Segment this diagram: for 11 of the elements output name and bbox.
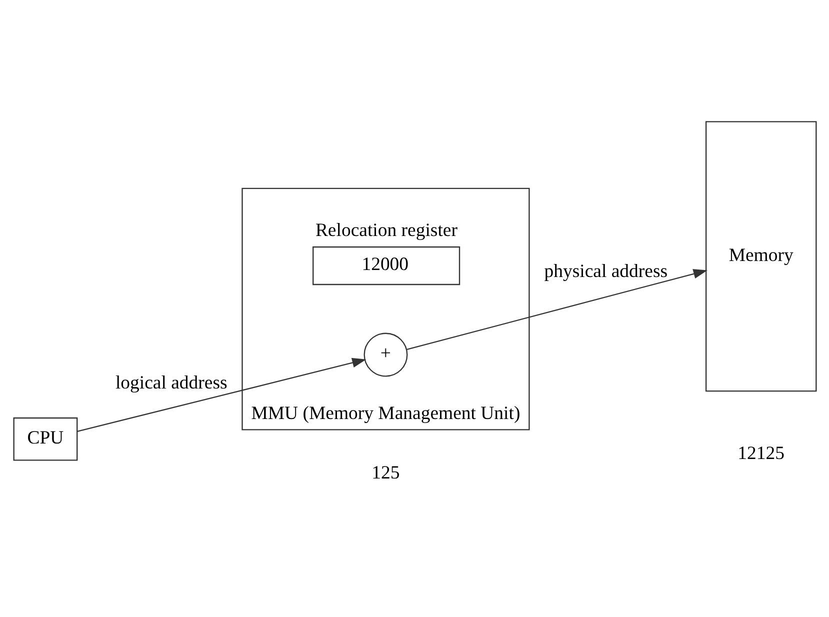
arrow	[76, 358, 366, 432]
node-label: Relocation register	[314, 220, 457, 242]
arrow	[406, 269, 707, 350]
label: 125	[371, 462, 400, 484]
label: 12125	[737, 442, 784, 464]
node-box: 12000	[312, 246, 460, 286]
edge-label: logical address	[114, 372, 227, 394]
node-box: Memory	[704, 121, 816, 392]
edge-label: physical address	[544, 261, 668, 282]
node-circle: +	[363, 332, 408, 377]
node-box: CPU	[12, 417, 78, 461]
